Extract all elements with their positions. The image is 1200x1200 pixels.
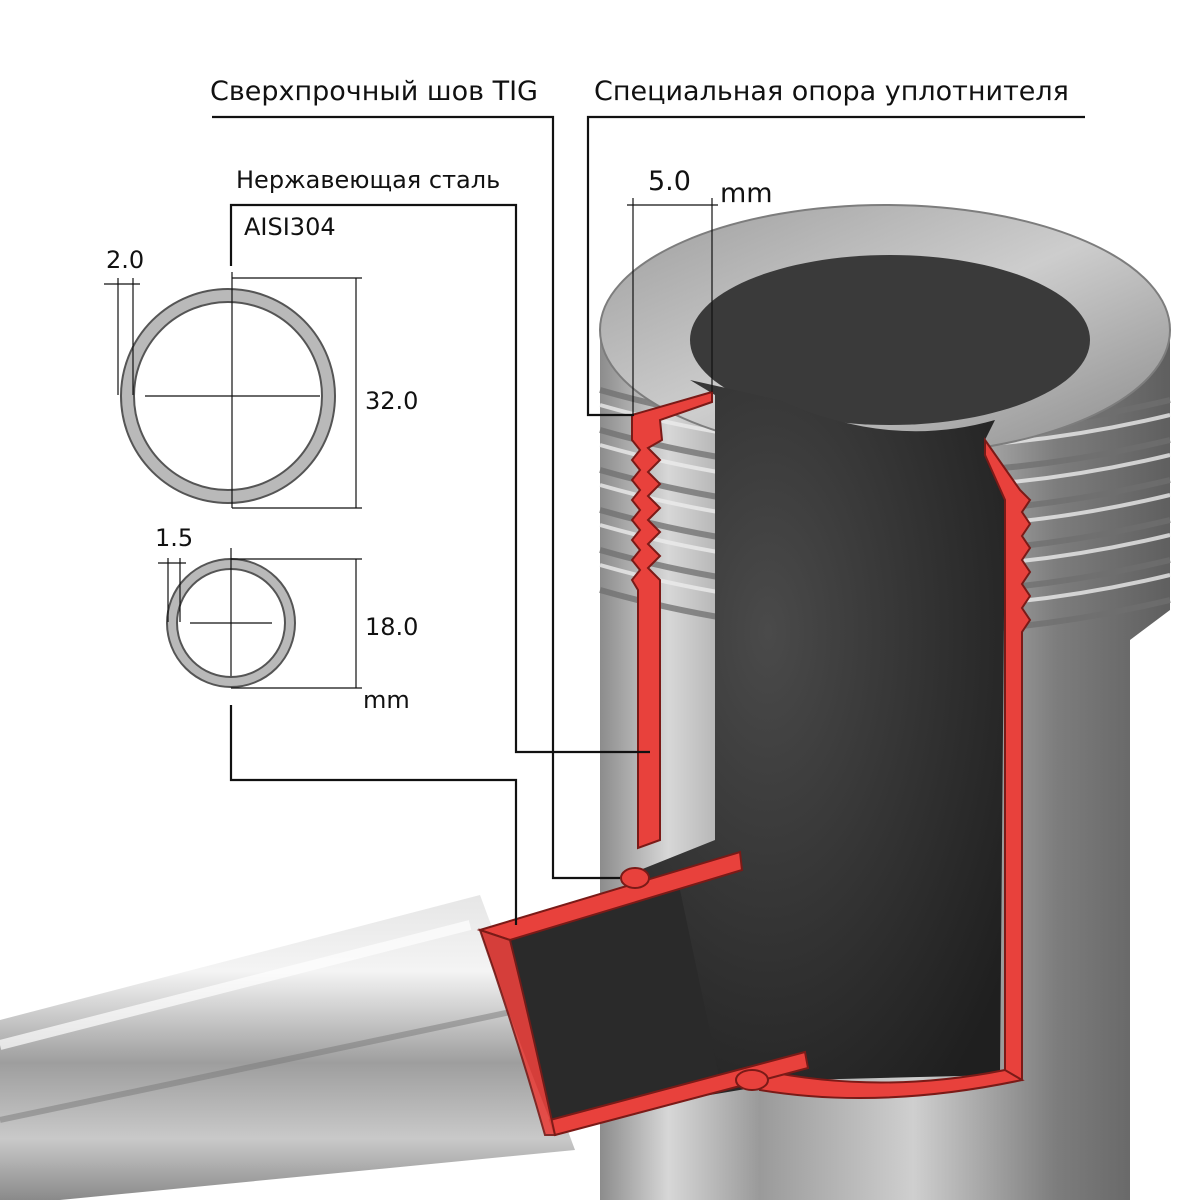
- leader-lines: [212, 115, 1085, 925]
- thread-depth-unit: mm: [720, 178, 773, 209]
- large-tube-diameter-value: 32.0: [365, 387, 419, 415]
- horizontal-pipe: [0, 895, 575, 1200]
- cutaway-section: [480, 380, 1005, 1120]
- stainless-steel-label: Нержавеющая сталь: [236, 166, 501, 194]
- tube-dimension-unit: mm: [363, 686, 410, 714]
- small-tube-wall-value: 1.5: [155, 524, 194, 552]
- small-tube-diameter-value: 18.0: [365, 613, 419, 641]
- pipe-bore: [690, 255, 1090, 425]
- tig-weld-label: Сверхпрочный шов TIG: [210, 76, 538, 107]
- thread-depth-value: 5.0: [648, 166, 691, 197]
- steel-grade-label: AISI304: [244, 213, 336, 241]
- large-tube-wall-value: 2.0: [106, 246, 145, 274]
- seal-support-label: Специальная опора уплотнителя: [594, 76, 1069, 107]
- dimension-lines: [104, 198, 718, 689]
- tig-weld-bead: [620, 867, 769, 1091]
